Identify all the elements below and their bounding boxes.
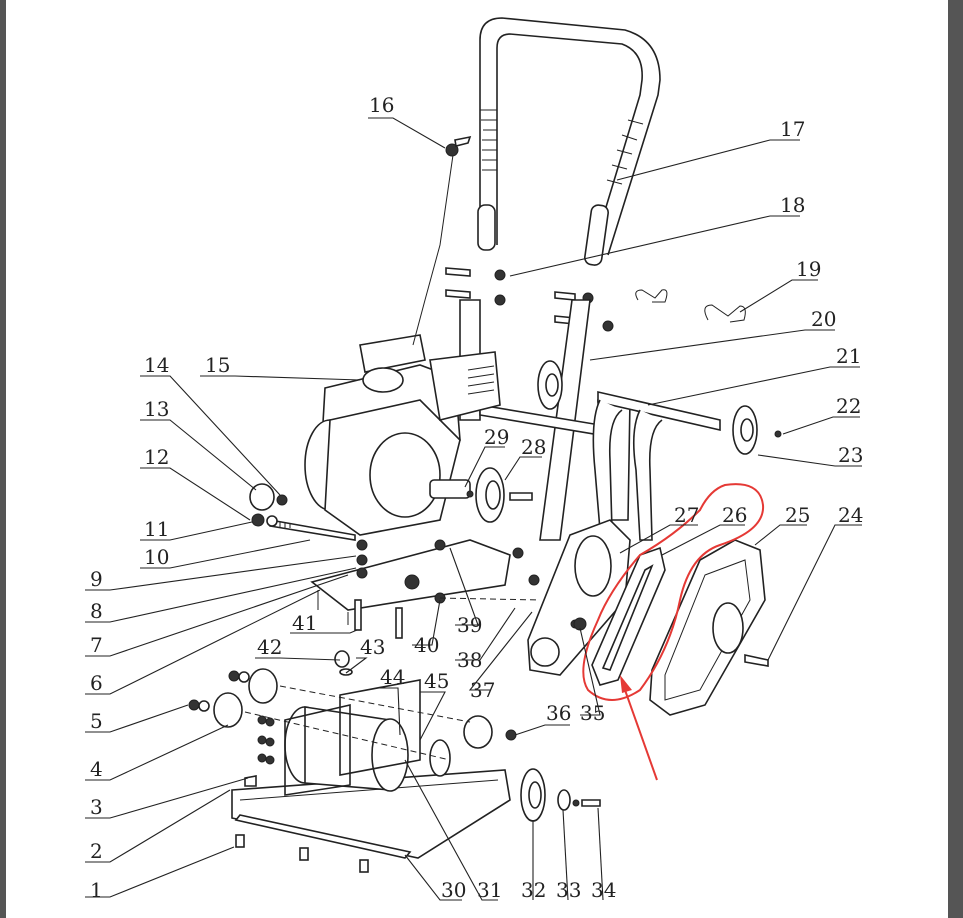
callout-45: 45 [424,669,449,693]
callout-42: 42 [257,635,282,659]
callout-11: 11 [144,517,169,541]
callout-7: 7 [90,633,103,657]
hook-pin-19 [635,289,746,323]
red-highlight [582,483,765,781]
diagram-canvas: 1 2 3 4 5 6 7 8 9 10 11 12 13 14 15 16 1… [6,0,948,918]
guard-backplate-part [527,519,631,676]
callout-34: 34 [591,878,616,902]
drive-pulley-part [520,768,601,822]
callout-3: 3 [90,795,103,819]
callout-13: 13 [144,397,169,421]
callout-35: 35 [580,701,605,725]
callout-16: 16 [369,93,394,117]
callout-26: 26 [722,503,747,527]
handle-part [477,17,661,266]
v-belt-part [591,546,666,686]
callout-41: 41 [292,611,317,635]
callout-1: 1 [90,878,103,902]
engine-pulley-part [466,467,533,523]
callout-10: 10 [144,545,169,569]
callout-43: 43 [360,635,385,659]
wheel-axle-part [537,360,782,541]
callout-38: 38 [457,648,482,672]
callout-31: 31 [477,878,502,902]
callout-27: 27 [674,503,699,527]
callout-24: 24 [838,503,863,527]
engine-plate-part [310,539,541,639]
bolt-group-18 [445,267,614,332]
callout-33: 33 [556,878,581,902]
engine-part [304,334,501,536]
callout-23: 23 [838,443,863,467]
callout-25: 25 [785,503,810,527]
callout-6: 6 [90,671,103,695]
callout-28: 28 [521,435,546,459]
oil-plug-part [334,650,353,676]
callout-2: 2 [90,839,103,863]
exploded-parts-diagram: 1 2 3 4 5 6 7 8 9 10 11 12 13 14 15 16 1… [85,17,863,902]
callout-17: 17 [780,117,805,141]
callout-40: 40 [414,633,439,657]
callout-22: 22 [836,394,861,418]
callout-12: 12 [144,445,169,469]
callout-15: 15 [205,353,230,377]
throttle-cable-part [412,135,472,346]
belt-guard-part [649,539,769,716]
exciter-part [284,679,517,796]
callout-8: 8 [90,599,103,623]
callout-37: 37 [470,678,495,702]
callout-5: 5 [90,709,103,733]
callout-30: 30 [441,878,466,902]
rubber-mounts-4 [188,668,471,761]
callout-29: 29 [484,425,509,449]
bolts-left-column [257,715,275,765]
callout-32: 32 [521,878,546,902]
callout-18: 18 [780,193,805,217]
callout-20: 20 [811,307,836,331]
callout-9: 9 [90,567,103,591]
callout-labels: 1 2 3 4 5 6 7 8 9 10 11 12 13 14 15 16 1… [90,93,863,902]
callout-44: 44 [380,665,405,689]
mount-parts [249,483,356,541]
callout-4: 4 [90,757,103,781]
callout-39: 39 [457,613,482,637]
callout-21: 21 [836,344,861,368]
callout-36: 36 [546,701,571,725]
callout-19: 19 [796,257,821,281]
callout-14: 14 [144,353,169,377]
leader-lines [85,117,862,901]
